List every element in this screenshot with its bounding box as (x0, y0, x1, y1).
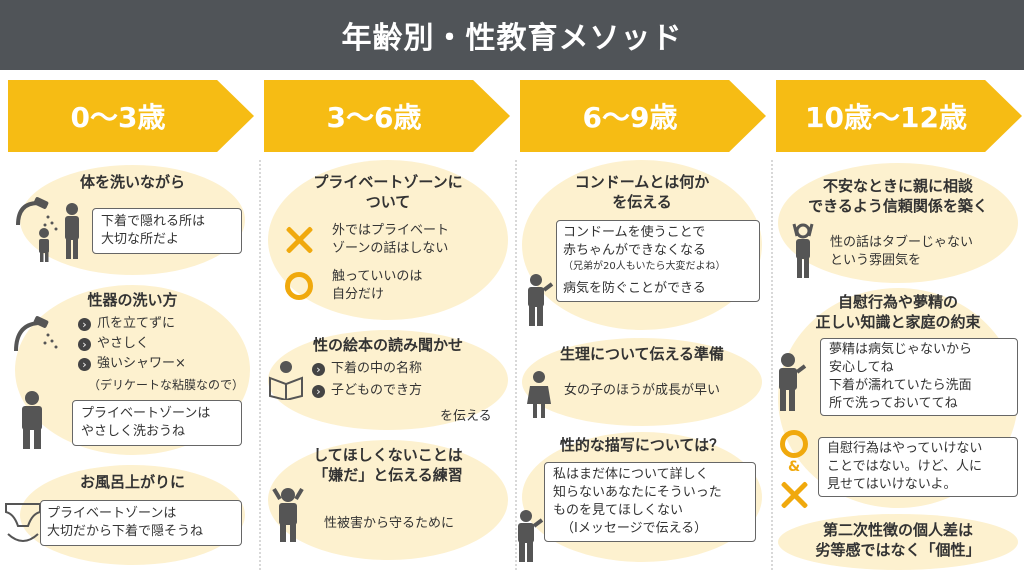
section-title: コンドームとは何かを伝える (574, 173, 710, 211)
column-divider (259, 160, 261, 570)
column-divider (515, 160, 517, 570)
speech-box: 私はまだ体について詳しく知らないあなたにそういった ものを見てほしくない（Iメッ… (544, 462, 756, 542)
list-item: 子どものでき方 (312, 382, 422, 400)
reading-picture-book-icon (269, 361, 303, 400)
speech-box: プライベートゾーンは大切だから下着で隠そうね (40, 500, 242, 546)
speech-box: 夢精は病気じゃないから安心してね 下着が濡れていたら洗面所で洗っておいててね (820, 338, 1018, 416)
shower-parent-child-icon (16, 197, 79, 262)
section-background (522, 338, 762, 426)
age-arrow-0-3: 0～3歳 (8, 80, 254, 152)
ampersand: & (788, 459, 801, 475)
list-item: 爪を立てずに (78, 315, 175, 333)
list-item: やさしく (78, 335, 149, 353)
speech-box: コンドームを使うことで赤ちゃんができなくなる （兄弟が20人もいたら大変だよね）… (556, 220, 760, 302)
section-title: 不安なときに親に相談できるよう信頼関係を築く (808, 177, 988, 215)
age-arrow-10-12: 10歳～12歳 (776, 80, 1022, 152)
age-arrow-3-6: 3～6歳 (264, 80, 510, 152)
speech-box: 自慰行為はやっていけないことではない。けど、人に見せてはいけないよ。 (818, 437, 1018, 497)
section-title: 性的な描写については？ (559, 436, 725, 454)
section-background (778, 514, 1018, 570)
girl-icon (527, 371, 551, 418)
arms-up-person-icon (792, 223, 814, 278)
section-title: お風呂上がりに (79, 473, 185, 491)
section-background (778, 163, 1018, 283)
age-arrow-6-9: 6～9歳 (520, 80, 766, 152)
shower-icon (14, 316, 58, 352)
section-title: してほしくないことは「嫌だ」と伝える練習 (313, 446, 463, 484)
section-title: 生理について伝える準備 (559, 345, 725, 363)
speech-box: プライベートゾーンはやさしく洗おうね (72, 400, 242, 446)
section-title: 性の絵本の読み聞かせ (312, 336, 463, 354)
person-icon (22, 391, 42, 449)
section-title: 自慰行為や夢精の正しい知識と家庭の約束 (815, 293, 981, 331)
person-icon (528, 274, 554, 326)
person-icon (779, 353, 807, 411)
section-title: 体を洗いながら (79, 173, 185, 191)
cross-mark-icon (779, 480, 809, 510)
section-title: プライベートゾーンについて (313, 173, 463, 211)
page-title: 年齢別・性教育メソッド (0, 0, 1024, 70)
circle-mark-icon (780, 430, 808, 458)
section-background (268, 330, 508, 430)
ng-text: 外ではプライベートゾーンの話はしない (332, 223, 450, 256)
note-text: （デリケートな粘膜なので） (88, 378, 245, 392)
list-item: 強いシャワー× (78, 355, 186, 373)
purpose-text: 性被害から守るために (324, 516, 455, 531)
column-divider (771, 160, 773, 570)
section-background (268, 440, 508, 560)
speech-box: 下着で隠れる所は大切な所だよ (92, 208, 242, 254)
cross-mark-icon (284, 225, 314, 255)
tail-text: を伝える (440, 409, 492, 424)
underwear-icon (5, 503, 41, 542)
section-title: 第二次性徴の個人差は劣等感ではなく「個性」 (815, 521, 981, 559)
person-icon (518, 510, 544, 562)
refusing-person-icon (272, 487, 304, 542)
section-title: 性器の洗い方 (87, 291, 178, 309)
circle-mark-icon (285, 272, 313, 300)
fact-text: 女の子のほうが成長が早い (564, 383, 721, 398)
advice-text: 性の話はタブーじゃないという雰囲気を (830, 235, 974, 268)
list-item: 下着の中の名称 (312, 360, 422, 378)
ok-text: 触っていいのは自分だけ (332, 269, 423, 302)
